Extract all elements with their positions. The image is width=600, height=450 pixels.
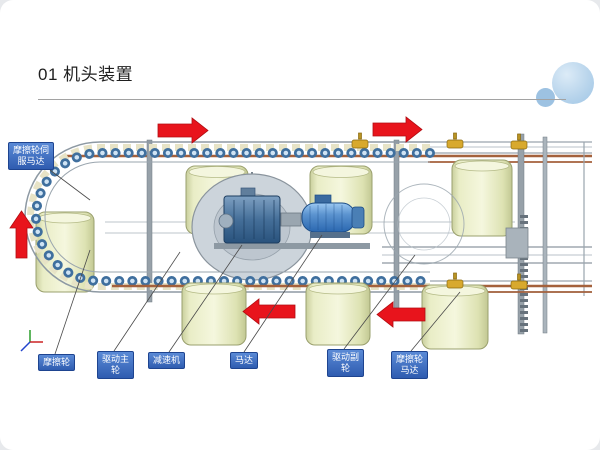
decor-circle-large	[552, 62, 594, 104]
friction-wheel-motor-unit	[505, 227, 529, 259]
leader-servo-motor	[49, 169, 91, 201]
leader-lines	[49, 169, 461, 355]
leader-drive-sub-wheel	[343, 254, 416, 350]
flow-arrow-bottom-right-left	[376, 301, 426, 328]
flow-arrow-top-right-right	[372, 116, 423, 143]
support-post	[146, 139, 153, 303]
right-end-mechanism	[505, 215, 529, 334]
leader-friction-wheel	[54, 249, 91, 355]
title-divider	[38, 99, 566, 100]
roller-wheel-bottom-2	[305, 282, 371, 346]
label-drive-main-wheel: 驱动主 轮	[97, 351, 135, 379]
leader-reducer	[168, 244, 243, 353]
fitting	[446, 132, 464, 149]
fitting	[510, 133, 528, 150]
fitting	[446, 272, 464, 289]
shaft-coupling	[280, 212, 302, 227]
label-friction-wheel: 摩擦轮	[38, 354, 76, 371]
label-friction-wheel-motor: 摩擦轮 马达	[391, 351, 429, 379]
label-motor: 马达	[230, 352, 259, 369]
roller-wheel-bottom-3	[421, 284, 489, 350]
leader-motor	[243, 234, 323, 353]
leader-drive-main-wheel	[113, 251, 181, 352]
page-title: 01 机头装置	[38, 65, 134, 84]
label-reducer: 减速机	[148, 352, 186, 369]
roller-wheel-left	[35, 211, 95, 293]
support-post	[542, 136, 548, 334]
drive-base	[214, 243, 370, 249]
flow-arrow-left-up	[9, 210, 34, 259]
roller-wheel-bottom-1	[181, 282, 247, 346]
drive-assembly	[191, 172, 465, 284]
fitting	[351, 132, 369, 149]
drive-motor	[301, 194, 365, 238]
label-drive-sub-wheel: 驱动副 轮	[327, 349, 365, 377]
flow-arrow-top-left-right	[157, 117, 209, 144]
flow-arrows	[9, 116, 426, 328]
rail-fittings	[351, 132, 528, 290]
gearbox	[218, 187, 281, 244]
decor-circle-small	[536, 88, 555, 107]
chain-shoes	[27, 144, 430, 290]
flow-arrow-bottom-center-left	[242, 298, 296, 325]
coordinate-triad-icon	[20, 330, 43, 352]
drive-sub-wheel	[383, 183, 465, 265]
fitting	[510, 273, 528, 290]
leader-friction-wheel-motor	[410, 291, 461, 352]
roller-wheel-right	[451, 159, 513, 237]
label-friction-wheel-servo-motor: 摩擦轮伺 服马达	[8, 142, 55, 170]
chain-inner-rail	[44, 161, 430, 273]
